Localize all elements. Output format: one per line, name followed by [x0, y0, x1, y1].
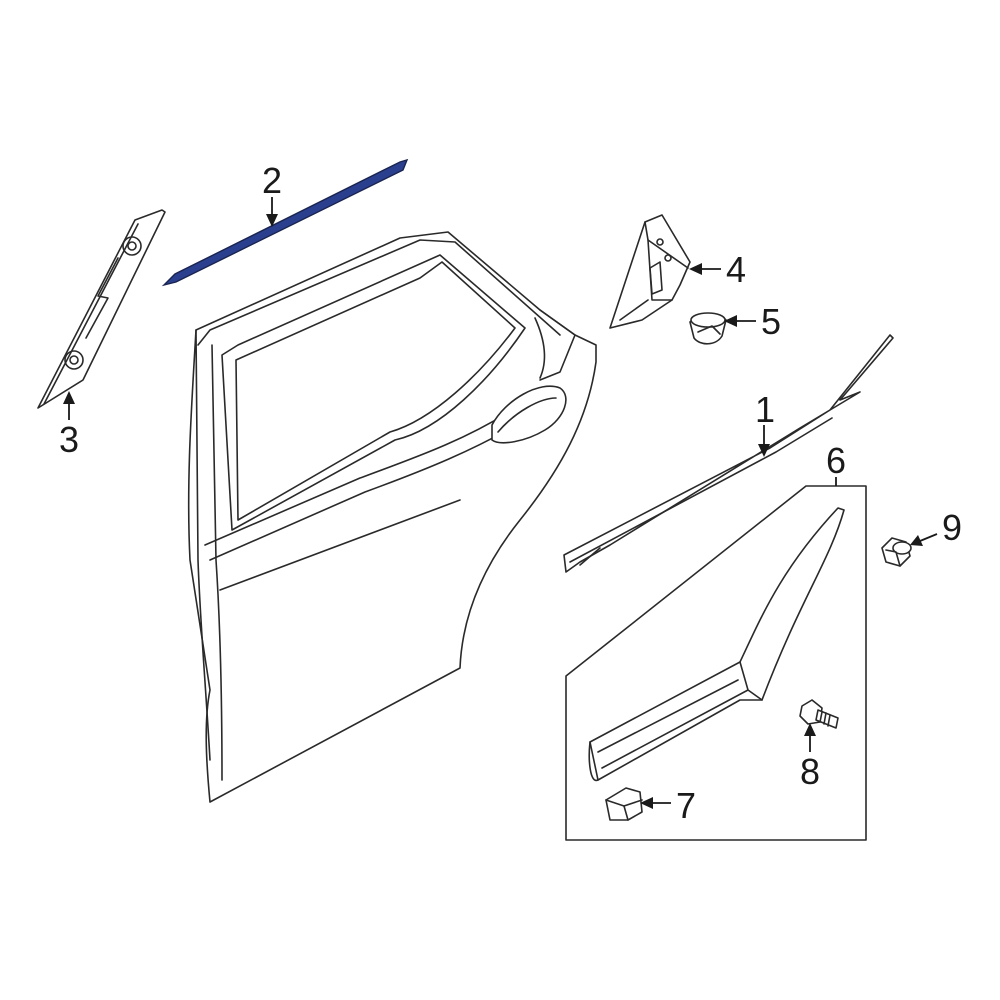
- callout-7: 7: [640, 785, 696, 826]
- callout-label-2: 2: [262, 160, 282, 201]
- rear-door: [187, 231, 597, 803]
- part-5-clip: [689, 312, 727, 345]
- callout-label-3: 3: [59, 419, 79, 460]
- part-8-bolt: [799, 699, 839, 729]
- part-6-moulding-kit: [565, 485, 867, 841]
- part-9-nut: [881, 537, 912, 567]
- part-7-clip: [605, 787, 643, 821]
- callout-label-4: 4: [726, 249, 746, 290]
- callout-2: 2: [262, 160, 282, 227]
- callout-5: 5: [724, 301, 781, 342]
- callout-label-6: 6: [826, 440, 846, 481]
- callout-8: 8: [800, 723, 820, 792]
- callout-label-9: 9: [942, 507, 962, 548]
- part-4-bracket: [609, 214, 691, 329]
- callout-6: 6: [826, 440, 846, 486]
- callout-1: 1: [755, 389, 775, 457]
- callout-label-8: 8: [800, 751, 820, 792]
- callout-label-1: 1: [755, 389, 775, 430]
- part-1-belt-moulding: [563, 334, 894, 573]
- part-3-pillar-applique: [37, 209, 166, 409]
- callout-3: 3: [59, 391, 79, 460]
- callout-9: 9: [910, 507, 962, 548]
- callout-label-5: 5: [761, 301, 781, 342]
- part-2-roof-moulding: [161, 158, 409, 287]
- callout-4: 4: [689, 249, 746, 290]
- callout-label-7: 7: [676, 785, 696, 826]
